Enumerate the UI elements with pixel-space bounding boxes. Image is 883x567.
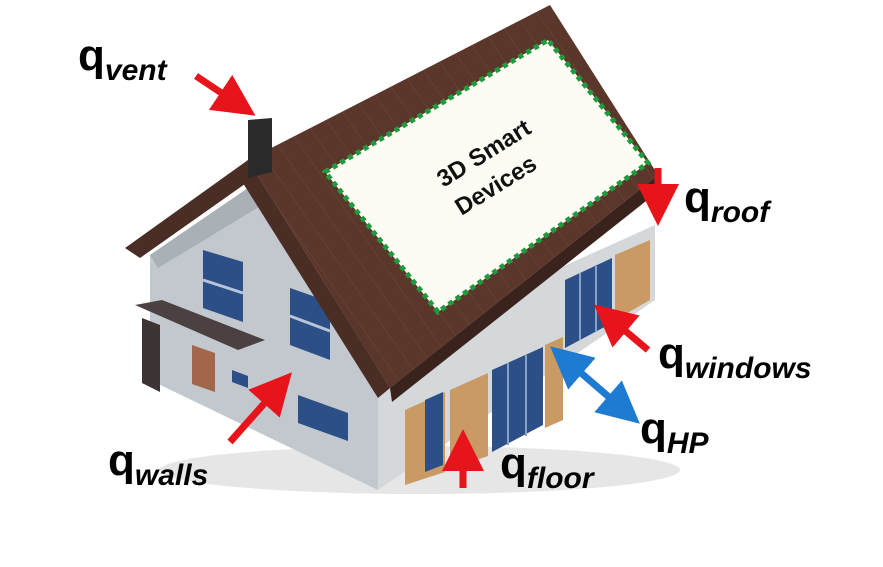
windows-arrow	[610, 318, 648, 350]
q-vent-label: qvent	[78, 31, 169, 87]
q-hp-label: qHP	[640, 404, 710, 460]
wood-panel-3	[545, 337, 563, 428]
q-windows-label: qwindows	[658, 329, 812, 385]
heat-pump-arrow	[566, 360, 624, 410]
porch-post	[142, 318, 160, 392]
vent-arrow	[196, 76, 238, 104]
q-floor-label: qfloor	[500, 439, 596, 495]
porch-door	[192, 345, 215, 392]
q-walls-label: qwalls	[108, 436, 208, 492]
q-roof-label: qroof	[684, 173, 772, 229]
chimney	[248, 118, 272, 178]
front-window-1	[425, 392, 443, 472]
